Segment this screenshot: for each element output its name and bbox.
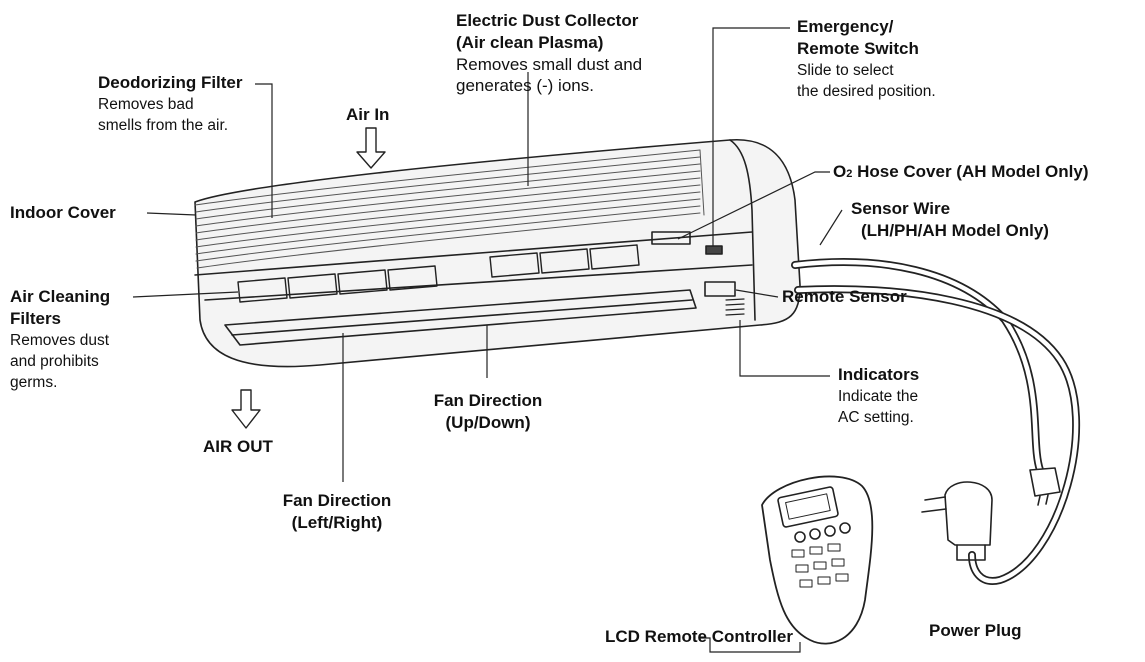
emergency-switch-shape xyxy=(705,245,723,255)
indicators-title: Indicators xyxy=(838,365,920,384)
air-out-label: AIR OUT xyxy=(203,436,273,458)
air-out-text: AIR OUT xyxy=(203,437,273,456)
emergency-title-1: Emergency/ xyxy=(797,17,894,36)
air-in-text: Air In xyxy=(346,105,390,124)
air-cleaning-filters-label: Air Cleaning Filters Removes dust and pr… xyxy=(10,286,110,393)
power-plug-shape xyxy=(921,481,993,561)
o2-hose-cover-shape xyxy=(651,231,691,245)
dust-collector-title-1: Electric Dust Collector xyxy=(456,11,639,30)
remote-sensor-text: Remote Sensor xyxy=(782,287,907,306)
emergency-desc-2: the desired position. xyxy=(797,83,936,100)
indicator-lights xyxy=(725,298,745,316)
indoor-cover-label: Indoor Cover xyxy=(10,202,116,224)
o2-hose-cover-text: O2 Hose Cover (AH Model Only) xyxy=(833,161,1089,185)
sensor-wire-title-2: (LH/PH/AH Model Only) xyxy=(861,221,1049,240)
filter-panels xyxy=(237,244,640,303)
air-in-arrow xyxy=(356,127,386,169)
indoor-cover-text: Indoor Cover xyxy=(10,203,116,222)
air-out-arrow xyxy=(231,389,261,429)
emergency-desc-1: Slide to select xyxy=(797,62,894,79)
air-cleaning-desc-2: and prohibits xyxy=(10,353,99,370)
indicators-desc-1: Indicate the xyxy=(838,388,919,405)
indicators-label: Indicators Indicate the AC setting. xyxy=(838,364,919,428)
sensor-wire-title-1: Sensor Wire xyxy=(851,199,951,218)
fan-direction-updown-label: Fan Direction (Up/Down) xyxy=(418,390,558,434)
air-cleaning-title-2: Filters xyxy=(10,309,62,328)
fan-updown-title-2: (Up/Down) xyxy=(445,413,531,432)
power-plug-text: Power Plug xyxy=(929,621,1022,640)
fan-leftright-title-1: Fan Direction xyxy=(282,491,392,510)
air-cleaning-desc-3: germs. xyxy=(10,374,58,391)
remote-sensor-label: Remote Sensor xyxy=(782,286,907,308)
lcd-remote-controller-shape xyxy=(761,475,874,645)
lcd-remote-text: LCD Remote Controller xyxy=(605,627,793,646)
air-cleaning-desc-1: Removes dust xyxy=(10,332,110,349)
o2-hose-cover-label: O2 Hose Cover (AH Model Only) xyxy=(833,161,1089,185)
leader-lines xyxy=(132,27,843,653)
electric-dust-collector-label: Electric Dust Collector (Air clean Plasm… xyxy=(456,10,642,96)
deodorizing-filter-label: Deodorizing Filter Removes bad smells fr… xyxy=(98,72,243,136)
sensor-connector xyxy=(1029,467,1061,506)
top-grille xyxy=(194,149,705,269)
fan-direction-leftright-label: Fan Direction (Left/Right) xyxy=(267,490,407,534)
deodorizing-filter-desc-2: smells from the air. xyxy=(98,117,229,134)
air-cleaning-title-1: Air Cleaning xyxy=(10,287,111,306)
o2-symbol: O xyxy=(833,162,847,181)
dust-collector-desc-2: generates (-) ions. xyxy=(456,76,594,95)
o2-subscript: 2 xyxy=(846,168,853,180)
deodorizing-filter-title: Deodorizing Filter xyxy=(98,73,243,92)
fan-updown-title-1: Fan Direction xyxy=(433,391,543,410)
dust-collector-desc-1: Removes small dust and xyxy=(456,55,643,74)
power-plug-label: Power Plug xyxy=(929,620,1022,642)
emergency-switch-label: Emergency/ Remote Switch Slide to select… xyxy=(797,16,936,102)
remote-sensor-shape xyxy=(704,281,736,297)
emergency-title-2: Remote Switch xyxy=(797,39,919,58)
indoor-unit xyxy=(194,139,801,368)
lcd-remote-controller-label: LCD Remote Controller xyxy=(605,626,793,648)
sensor-wire-label: Sensor Wire (LH/PH/AH Model Only) xyxy=(851,198,1049,242)
fan-leftright-title-2: (Left/Right) xyxy=(291,513,383,532)
o2-hose-cover-rest: Hose Cover (AH Model Only) xyxy=(852,162,1089,181)
dust-collector-title-2: (Air clean Plasma) xyxy=(456,33,604,52)
deodorizing-filter-desc-1: Removes bad xyxy=(98,96,194,113)
air-in-label: Air In xyxy=(346,104,389,126)
indicators-desc-2: AC setting. xyxy=(838,409,914,426)
